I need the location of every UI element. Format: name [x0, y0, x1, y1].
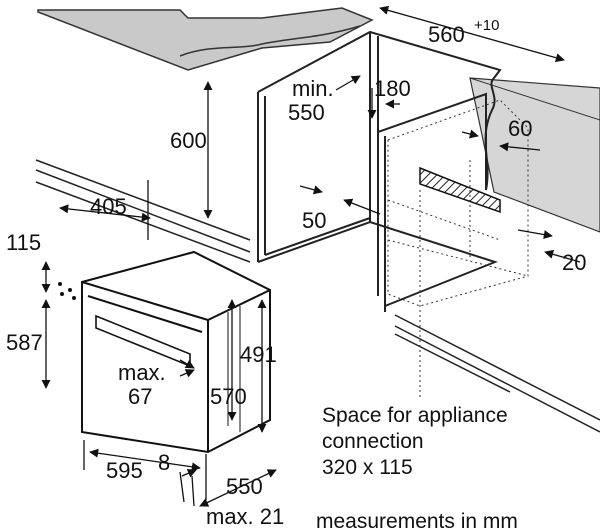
label-560: 560 — [428, 22, 465, 47]
control-panel-dots — [58, 282, 76, 300]
label-min: min. — [292, 76, 334, 101]
label-570: 570 — [210, 384, 247, 409]
label-8: 8 — [158, 450, 170, 475]
label-67: 67 — [128, 384, 152, 409]
label-587: 587 — [6, 330, 43, 355]
label-20: 20 — [562, 250, 586, 275]
label-180: 180 — [374, 76, 411, 101]
label-max-21: max. 21 — [206, 504, 284, 529]
socket-area — [419, 166, 501, 214]
dimension-labels: 560 +10 min. 550 180 60 600 50 20 405 11… — [6, 17, 586, 529]
notes: Space for appliance connection 320 x 115… — [316, 404, 518, 532]
countertop — [37, 7, 374, 71]
label-550: 550 — [226, 474, 263, 499]
label-600: 600 — [170, 128, 207, 153]
label-595: 595 — [106, 458, 143, 483]
connection-note-line1: Space for appliance — [322, 404, 508, 427]
units-note: measurements in mm — [316, 510, 518, 532]
label-491: 491 — [240, 342, 277, 367]
label-550-min: 550 — [288, 100, 325, 125]
label-405: 405 — [90, 194, 127, 219]
connection-zone — [387, 99, 529, 400]
connection-note-line3: 320 x 115 — [322, 456, 413, 479]
label-50: 50 — [302, 208, 326, 233]
cabinet-frame — [257, 30, 502, 312]
label-115: 115 — [6, 230, 41, 255]
connection-note-line2: connection — [322, 430, 424, 453]
label-max: max. — [118, 360, 166, 385]
label-60: 60 — [508, 116, 532, 141]
dimension-lines — [41, 5, 581, 507]
label-560-tolerance: +10 — [474, 17, 499, 34]
